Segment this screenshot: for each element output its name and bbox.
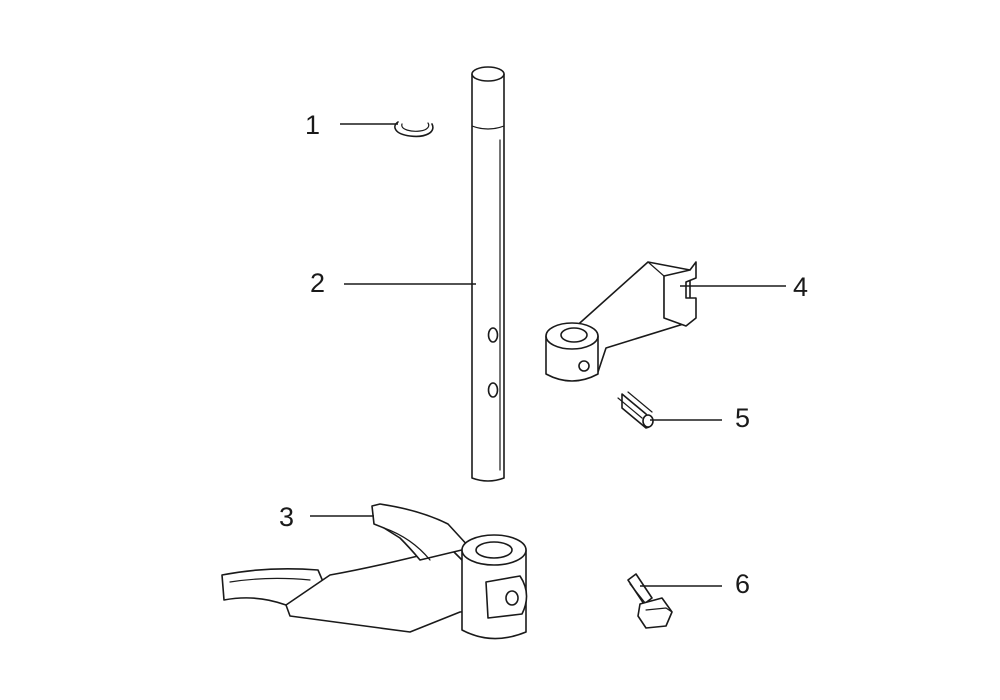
callout-3: 3	[279, 502, 294, 532]
part-4-shift-lever	[545, 261, 697, 382]
callout-4: 4	[793, 272, 808, 302]
part-1-retaining-clip	[394, 121, 434, 138]
callout-1: 1	[305, 110, 320, 140]
callout-2: 2	[310, 268, 325, 298]
leader-lines	[310, 123, 786, 587]
part-6-bolt	[627, 573, 673, 629]
callout-5: 5	[735, 403, 750, 433]
part-2-shift-rod	[471, 66, 505, 482]
callout-6: 6	[735, 569, 750, 599]
part-5-roll-pin	[617, 391, 654, 429]
part-3-shift-fork	[221, 503, 528, 640]
